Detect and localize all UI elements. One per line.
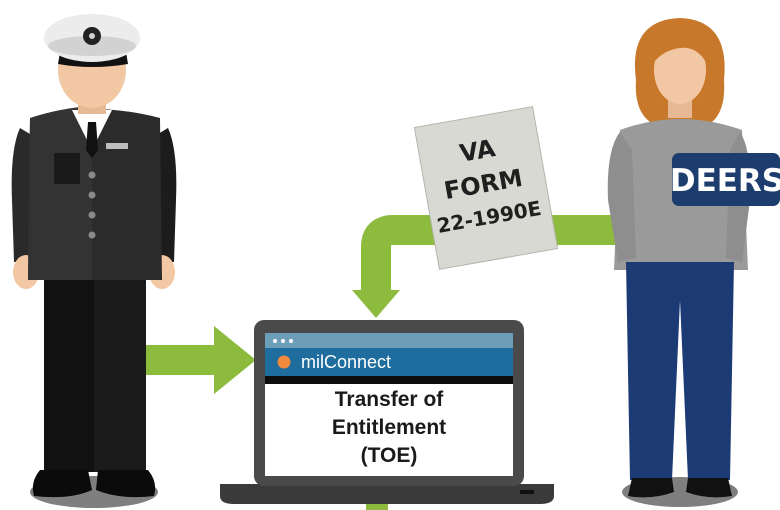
arrow-sailor-to-laptop [136, 326, 256, 394]
browser-dot [289, 339, 293, 343]
screen-title-line2: Entitlement [332, 416, 446, 439]
app-name: milConnect [301, 352, 391, 372]
sailor-figure [11, 14, 177, 508]
form-label-va: VA [458, 134, 498, 168]
va-form-paper: VA FORM 22-1990E [413, 106, 559, 270]
browser-bar [265, 333, 513, 348]
browser-dot [273, 339, 277, 343]
deers-badge: DEERS [670, 153, 780, 206]
screen-title-line3: (TOE) [361, 444, 418, 467]
laptop: milConnect Transfer of Entitlement (TOE) [220, 320, 554, 504]
screen-title-line1: Transfer of [335, 388, 445, 411]
browser-dot [281, 339, 285, 343]
arrow-deers-to-laptop [352, 215, 630, 318]
app-header [265, 348, 513, 376]
deers-label: DEERS [670, 163, 780, 199]
laptop-base [220, 484, 554, 504]
app-logo-icon [277, 355, 291, 369]
deers-representative-figure [607, 18, 751, 507]
